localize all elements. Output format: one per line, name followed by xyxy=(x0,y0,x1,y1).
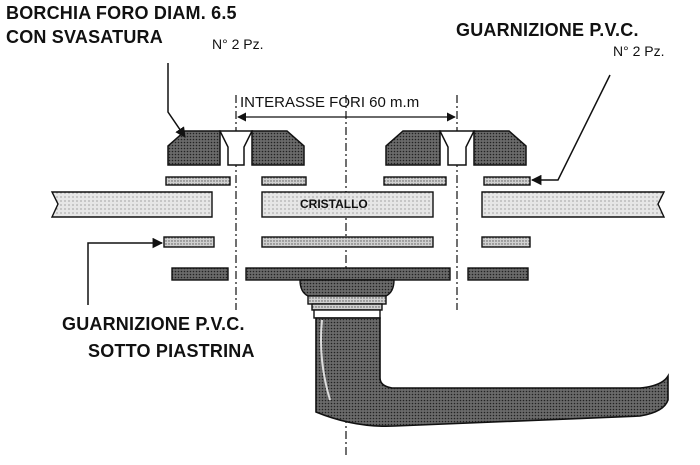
glass-pane xyxy=(50,191,666,218)
interasse-label: INTERASSE FORI 60 m.m xyxy=(240,94,420,111)
gasket-top-qty: N° 2 Pz. xyxy=(613,43,665,59)
handle-lever xyxy=(315,317,669,428)
handle-washer xyxy=(313,309,381,319)
gasket-bottom-label-line1: GUARNIZIONE P.V.C. xyxy=(62,314,245,334)
gasket-top-left xyxy=(165,176,307,186)
leader-arrows xyxy=(87,63,611,305)
handle-collar xyxy=(299,279,395,311)
gasket-top-right xyxy=(383,176,531,186)
borchia-leader xyxy=(167,63,186,138)
cristallo-label: CRISTALLO xyxy=(300,197,368,211)
borchia-label-line1: BORCHIA FORO DIAM. 6.5 xyxy=(6,3,237,23)
gasket-bottom-leader xyxy=(87,237,164,305)
borchia-qty: N° 2 Pz. xyxy=(212,36,264,52)
base-plate xyxy=(171,267,529,281)
gasket-top-leader xyxy=(530,74,611,186)
gasket-bottom xyxy=(163,236,531,248)
borchia-left xyxy=(167,130,305,166)
gasket-top-label: GUARNIZIONE P.V.C. xyxy=(456,20,639,40)
borchia-right xyxy=(385,130,527,166)
borchia-label-line2: CON SVASATURA xyxy=(6,27,163,47)
gasket-bottom-label-line2: SOTTO PIASTRINA xyxy=(88,341,255,361)
